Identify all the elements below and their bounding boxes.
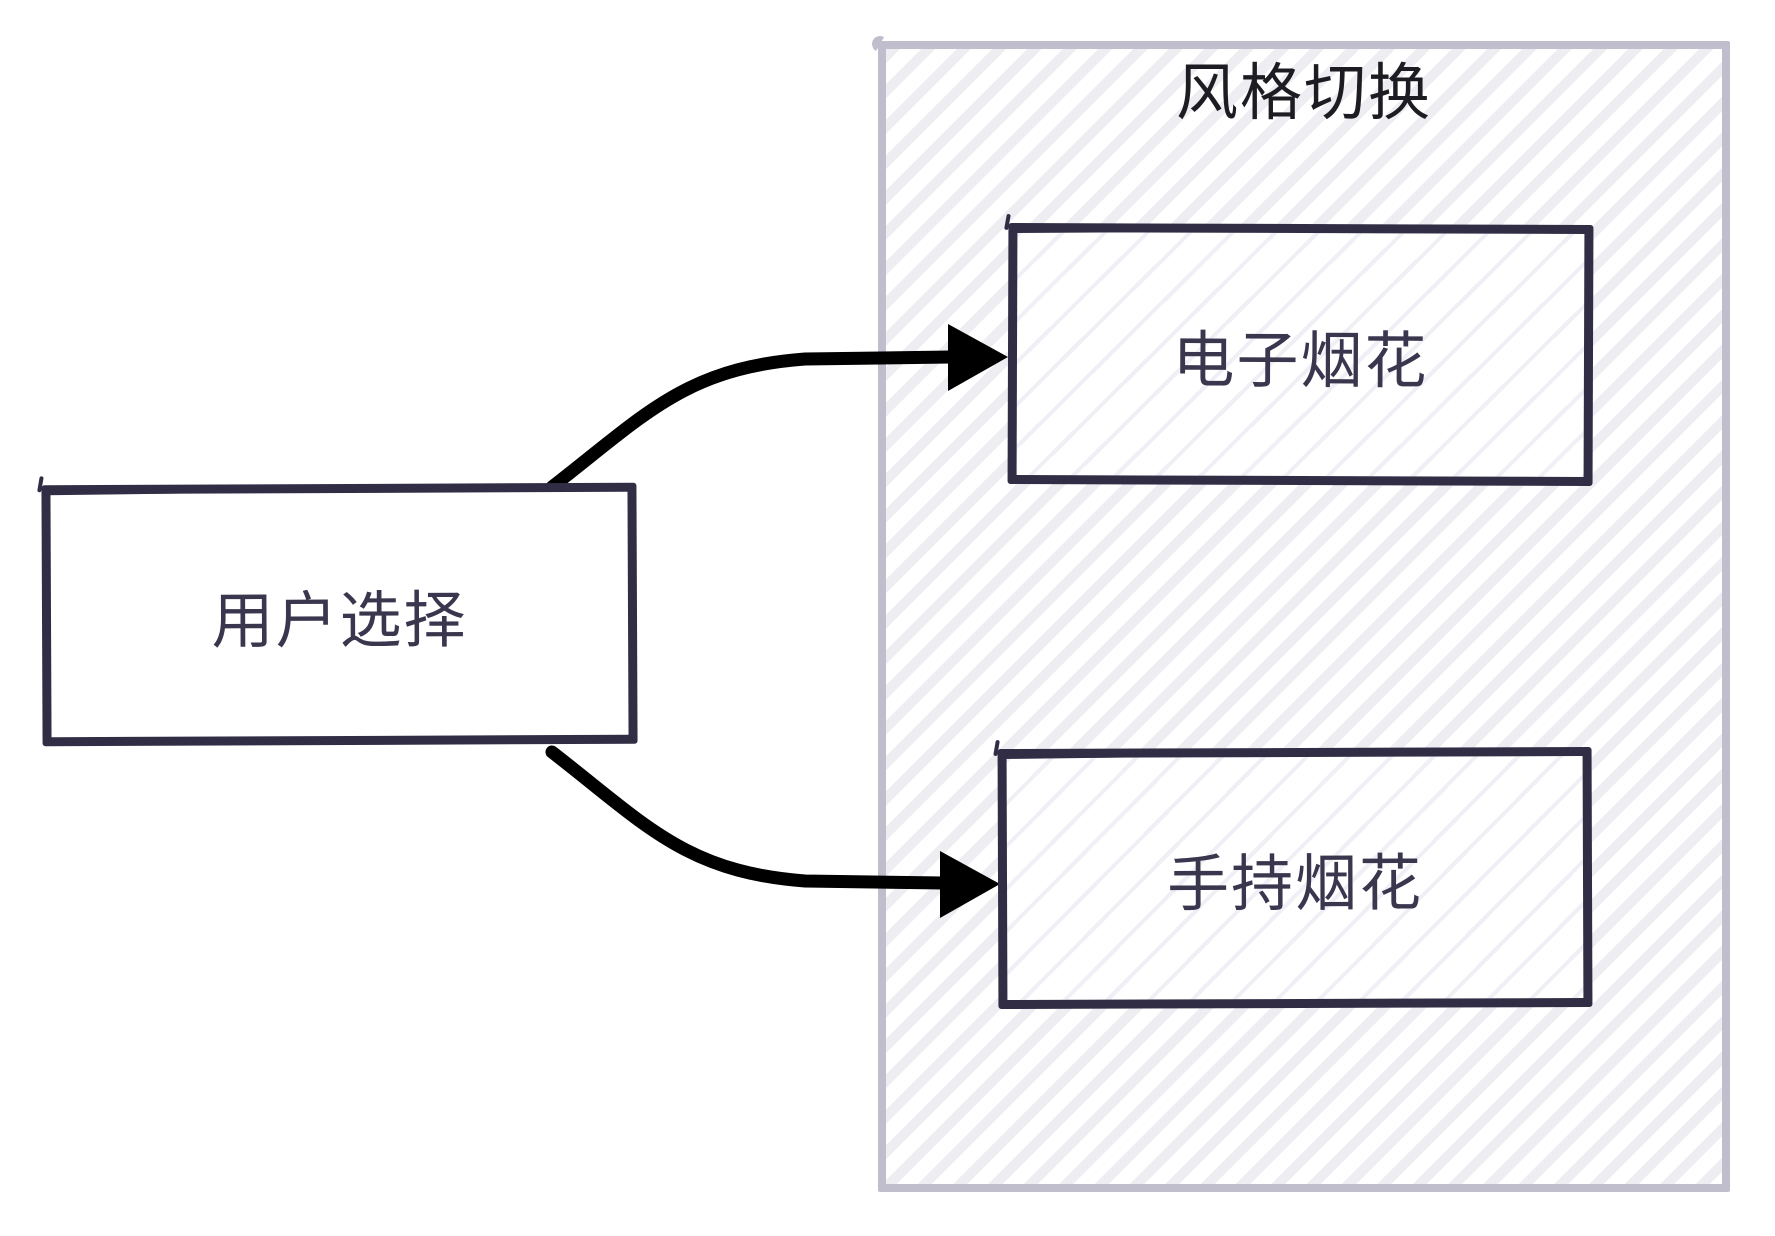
sketch-restroke [44,486,380,496]
sketch-restroke [1011,227,1341,233]
node-user-choice[interactable]: 用户选择 [37,476,638,747]
arrow-user-to-handheld[interactable] [545,745,1000,918]
node-electronic-fireworks-label: 电子烟花 [1172,326,1429,396]
node-handheld-fireworks[interactable]: 手持烟花 [993,739,1593,1010]
arrow-user-to-electronic[interactable] [545,324,1008,494]
node-handheld-fireworks-label: 手持烟花 [1166,849,1424,920]
node-electronic-fireworks[interactable]: 电子烟花 [1004,213,1594,487]
frame-title: 风格切换 [1175,59,1432,128]
node-user-choice-label: 用户选择 [211,585,468,657]
sketch-restroke [1000,750,1335,760]
